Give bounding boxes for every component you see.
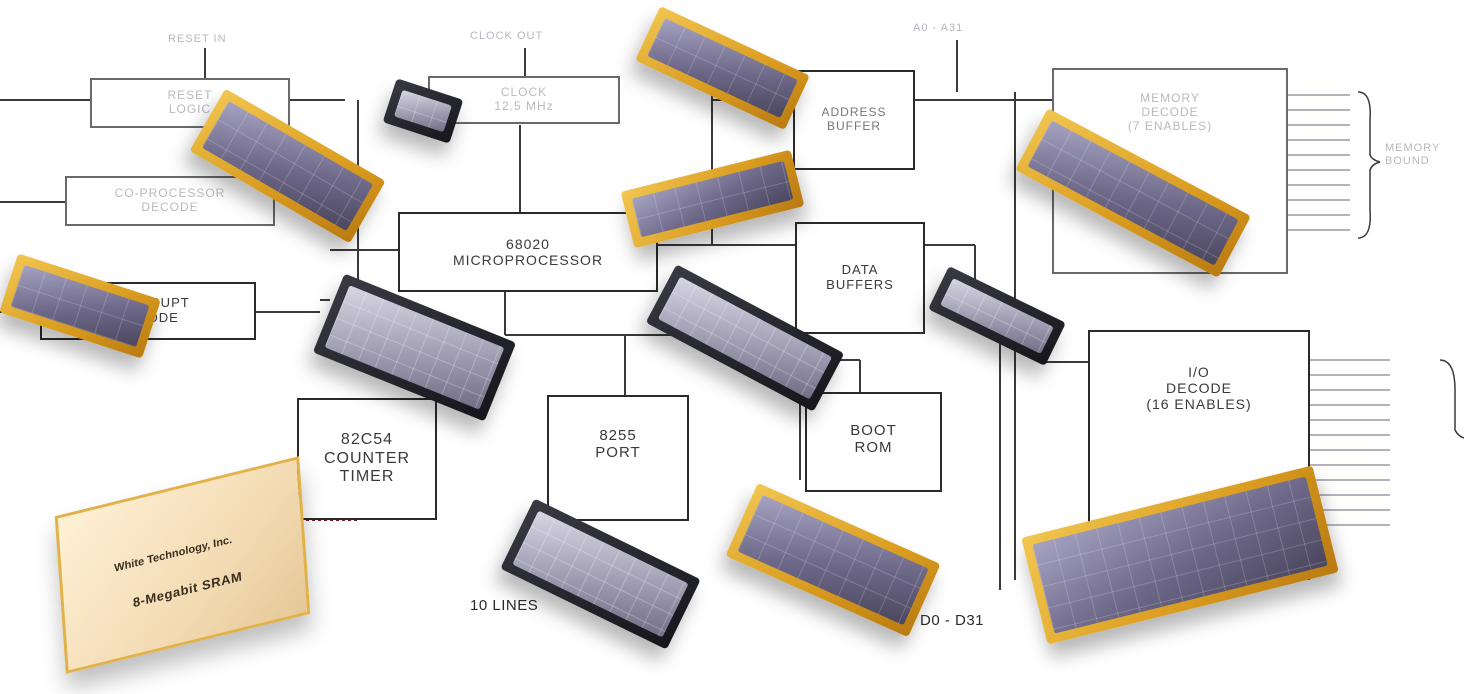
- counter-timer-line-3: TIMER: [340, 468, 395, 486]
- port-line-2: PORT: [595, 444, 640, 461]
- address-buffer-block: ADDRESS BUFFER: [793, 70, 915, 170]
- microprocessor-line-1: 68020: [506, 236, 550, 252]
- address-buffer-line-2: BUFFER: [827, 120, 881, 134]
- boot-rom-line-2: ROM: [855, 439, 893, 456]
- memory-bound-label: MEMORY BOUND: [1385, 142, 1440, 168]
- clock-out-label: CLOCK OUT: [470, 30, 543, 42]
- address-buffer-line-1: ADDRESS: [821, 106, 886, 120]
- reset-in-label: RESET IN: [168, 33, 227, 45]
- memory-decode-line-3: (7 ENABLES): [1128, 120, 1212, 134]
- coprocessor-decode-line-1: CO-PROCESSOR: [115, 187, 226, 201]
- memory-bound-line-2: BOUND: [1385, 155, 1430, 167]
- boot-rom-block: BOOT ROM: [805, 392, 942, 492]
- coprocessor-decode-line-2: DECODE: [141, 201, 198, 215]
- microprocessor-line-2: MICROPROCESSOR: [453, 252, 603, 268]
- coprocessor-decode-block: CO-PROCESSOR DECODE: [65, 176, 275, 226]
- reset-logic-line-1: RESET: [167, 89, 212, 103]
- counter-timer-line-2: COUNTER: [324, 450, 410, 468]
- chip-die: [394, 90, 452, 133]
- memory-bound-line-1: MEMORY: [1385, 142, 1440, 154]
- clock-line-1: CLOCK: [501, 86, 547, 100]
- io-decode-line-2: DECODE: [1166, 380, 1232, 396]
- address-bus-label: A0 - A31: [913, 22, 963, 34]
- data-buffers-line-1: DATA: [842, 263, 879, 278]
- clock-line-2: 12.5 MHz: [494, 100, 553, 114]
- memory-decode-line-2: DECODE: [1141, 106, 1198, 120]
- port-block: 8255 PORT: [547, 395, 689, 521]
- ten-lines-label: 10 LINES: [470, 597, 538, 614]
- microprocessor-block: 68020 MICROPROCESSOR: [398, 212, 658, 292]
- port-line-1: 8255: [599, 427, 636, 444]
- reset-logic-line-2: LOGIC: [169, 103, 211, 117]
- io-decode-line-1: I/O: [1188, 364, 1210, 380]
- memory-decode-line-1: MEMORY: [1140, 92, 1200, 106]
- counter-timer-block: 82C54 COUNTER TIMER: [297, 398, 437, 520]
- data-buffers-line-2: BUFFERS: [826, 278, 894, 293]
- sram-brand: White Technology, Inc.: [114, 534, 233, 575]
- sram-description: 8-Megabit SRAM: [132, 568, 242, 610]
- data-bus-label: D0 - D31: [920, 612, 984, 629]
- io-decode-line-3: (16 ENABLES): [1146, 396, 1251, 412]
- counter-timer-line-1: 82C54: [341, 431, 393, 449]
- boot-rom-line-1: BOOT: [850, 422, 897, 439]
- data-buffers-block: DATA BUFFERS: [795, 222, 925, 334]
